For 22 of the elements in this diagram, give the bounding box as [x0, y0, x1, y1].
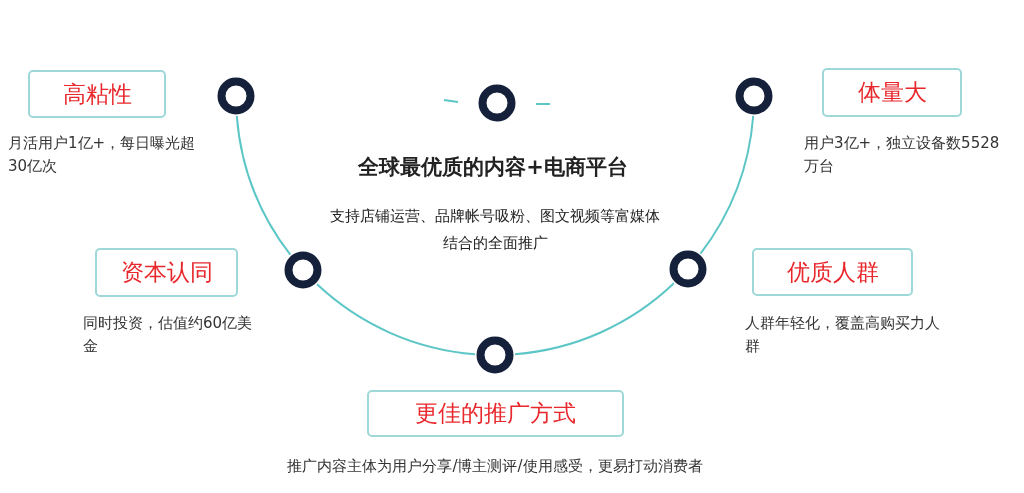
heading-box: 体量大	[822, 68, 962, 117]
heading-box: 更佳的推广方式	[367, 390, 624, 437]
ring-marker	[735, 77, 773, 115]
arc-line	[699, 115, 755, 255]
ring-marker	[284, 250, 323, 289]
description-text: 用户3亿+，独立设备数5528万台	[804, 133, 1001, 177]
arc-line	[235, 115, 292, 256]
heading-box: 优质人群	[752, 248, 913, 296]
description-text: 推广内容主体为用户分享/博主测评/使用感受，更易打动消费者	[286, 456, 704, 477]
arc-line	[316, 283, 476, 356]
center-heading: 全球最优质的内容+电商平台	[357, 154, 629, 181]
center-text: 支持店铺运营、品牌帐号吸粉、图文视频等富媒体结合的全面推广	[329, 206, 661, 254]
description-text: 同时投资，估值约60亿美金	[83, 313, 254, 357]
ring-marker	[442, 84, 552, 122]
heading-box: 高粘性	[28, 70, 166, 118]
heading-box: 资本认同	[95, 248, 238, 297]
ring-marker	[668, 249, 707, 288]
description-text: 月活用户1亿+，每日曝光超30亿次	[8, 133, 197, 177]
ring-marker	[476, 336, 514, 374]
ring-marker	[217, 77, 255, 115]
description-text: 人群年轻化，覆盖高购买力人群	[745, 313, 940, 357]
arc-line	[514, 282, 675, 356]
